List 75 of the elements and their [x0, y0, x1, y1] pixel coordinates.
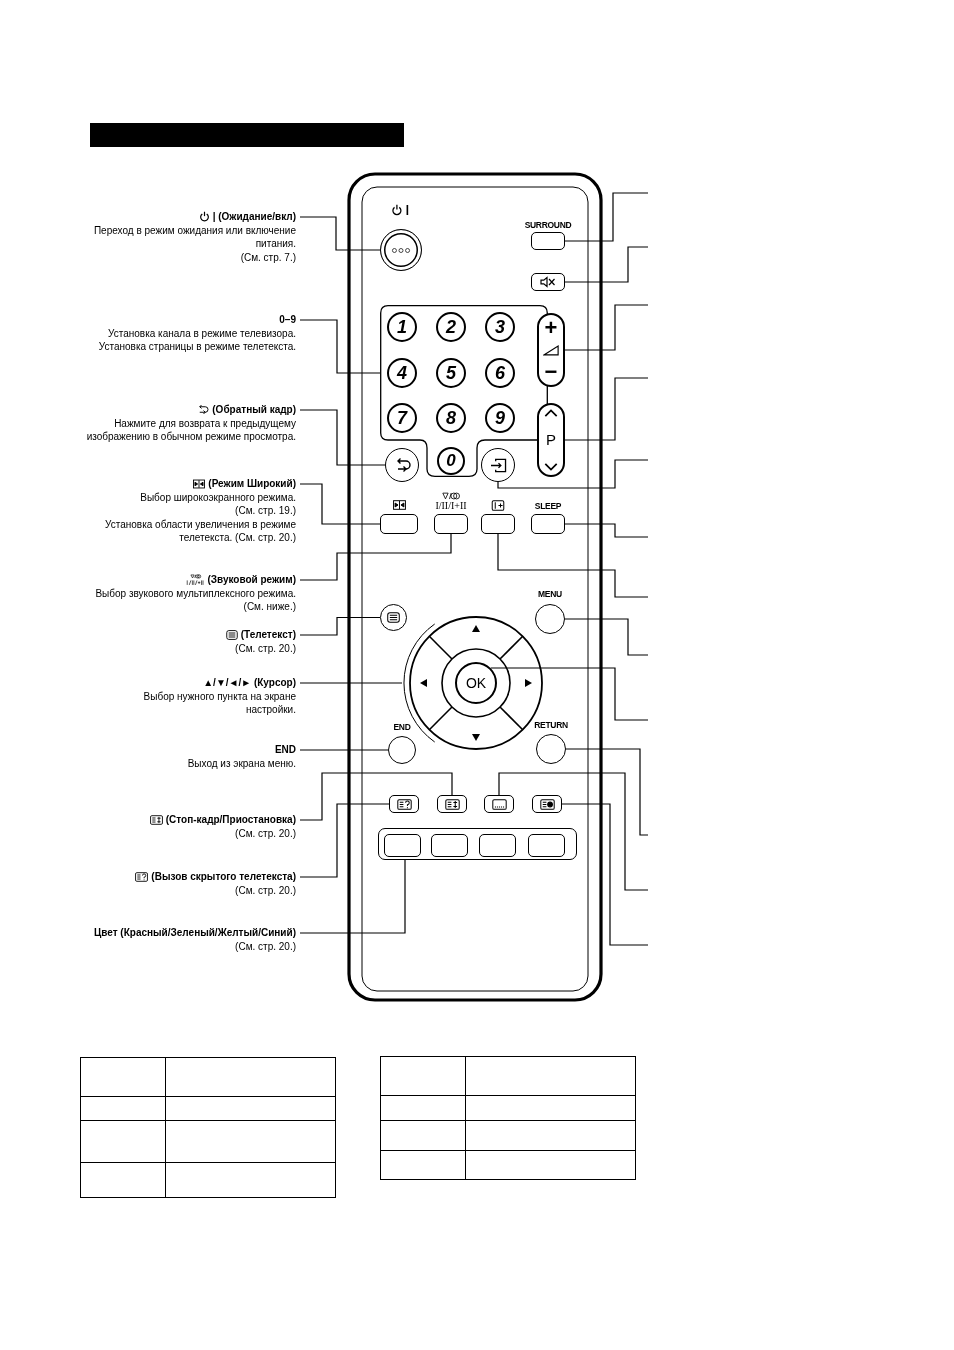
volume-rocker: [537, 313, 565, 387]
button-label: SLEEP: [534, 501, 562, 511]
page-reference: (См. стр. 20.): [234, 826, 296, 840]
leader-line: [299, 483, 381, 525]
button-label: MENU: [538, 589, 562, 599]
leader-line: [299, 616, 381, 636]
function-title: Цвет (Красный/Зеленый/Желтый/Синий): [92, 926, 296, 940]
leader-line: [299, 533, 452, 581]
page-reference: (См. стр. 20.): [234, 883, 296, 897]
page-reference: (См. стр. 19.): [234, 504, 296, 518]
leader-line: [490, 667, 649, 721]
leader-line: [564, 304, 649, 351]
input-button: [481, 448, 515, 482]
description-text: Выход из экрана меню.: [186, 756, 296, 770]
page-reference: (См. ниже.): [242, 600, 296, 614]
subtitle-button: [484, 795, 514, 813]
description-text: Установка страницы в режиме телетекста.: [97, 340, 296, 354]
leader-line: [497, 533, 649, 598]
leader-line: [299, 216, 381, 251]
leader-line: [299, 409, 386, 466]
leader-line: [299, 319, 381, 374]
leader-line: [564, 523, 649, 538]
page-reference: (См. стр. 20.): [234, 939, 296, 953]
leader-line: [299, 772, 453, 821]
description-text: Переход в режим ожидания или включение питания.: [92, 223, 296, 251]
button-label: SURROUND: [524, 220, 572, 230]
remote-button: [532, 795, 562, 813]
leader-line: [299, 682, 403, 684]
minus-sign: −: [544, 363, 558, 381]
description-text: Установка области увеличения в режиме телетекста. (См. стр. 20.): [104, 517, 296, 545]
color-button: [479, 834, 516, 857]
page-reference: (См. стр. 20.): [234, 641, 296, 655]
freeze-button: [437, 795, 467, 813]
function-title: (Стоп-кадр/Приостановка): [165, 813, 296, 827]
button-label: END: [393, 722, 411, 732]
mute-button: [531, 273, 565, 291]
color-button: [384, 834, 421, 857]
button-group-frame: [378, 828, 577, 860]
leader-line: [564, 246, 649, 283]
channel-rocker: [537, 403, 565, 477]
function-title: | (Ожидание/вкл): [212, 210, 296, 224]
title-bar: [90, 123, 404, 147]
description-text: Установка канала в режиме телевизора.: [107, 326, 296, 340]
leader-line: [564, 618, 649, 656]
function-title: (Обратный кадр): [212, 403, 296, 417]
leader-line: [498, 772, 649, 891]
plus-sign: +: [544, 319, 558, 337]
function-title: ▲/▼/◄/► (Курсор): [202, 676, 296, 690]
description-text: Нажмите для возврата к предыдущему изображению в обычном режиме просмотра.: [85, 416, 296, 444]
flashback-button: [385, 448, 419, 482]
leader-line: [561, 803, 649, 946]
button-label: I/II/I+II: [435, 500, 467, 511]
function-title: (Телетекст): [240, 628, 296, 642]
description-text: Выбор нужного пункта на экране настройки.: [142, 689, 296, 717]
function-title: (Вызов скрытого телетекста): [151, 870, 296, 884]
leader-line: [497, 459, 649, 489]
leader-line: [299, 803, 390, 878]
color-button: [431, 834, 468, 857]
leader-line: [299, 749, 389, 751]
page-reference: (См. стр. 7.): [239, 250, 296, 264]
button-label: RETURN: [534, 720, 568, 730]
leader-line: [564, 377, 649, 441]
function-title: END: [273, 743, 296, 757]
channel-label: P: [546, 431, 556, 449]
reveal-button: [389, 795, 419, 813]
color-button: [528, 834, 565, 857]
function-title: (Звуковой режим): [207, 573, 296, 587]
function-title: (Режим Широкий): [208, 477, 296, 491]
leader-line: [299, 859, 406, 934]
leader-line: [564, 192, 649, 242]
function-title: 0–9: [278, 313, 296, 327]
leader-line: [565, 748, 649, 836]
description-text: Выбор звукового мультиплексного режима.: [94, 586, 296, 600]
description-text: Выбор широкоэкранного режима.: [139, 490, 296, 504]
teletext-button: [380, 604, 407, 631]
